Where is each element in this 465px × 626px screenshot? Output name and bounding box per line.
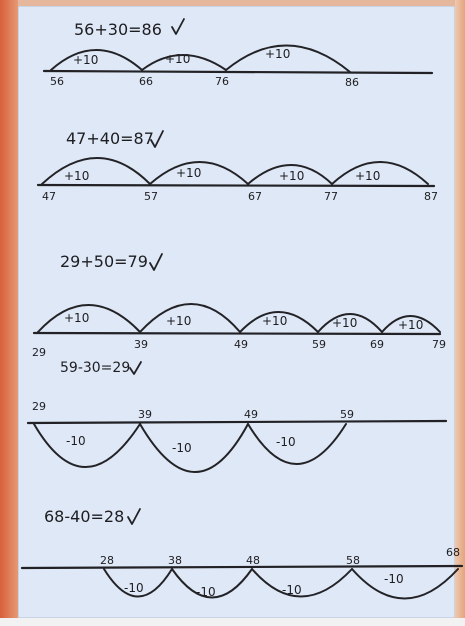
jump-label: -10 xyxy=(124,581,144,595)
number-line xyxy=(38,185,434,186)
tick-label: 39 xyxy=(138,408,152,421)
jump-label: +10 xyxy=(166,314,191,328)
tick-label: 67 xyxy=(248,190,262,203)
problem-4: 59-30=29 -10 -10 -10 29 39 49 59 xyxy=(28,360,446,472)
jump-label: +10 xyxy=(64,169,89,183)
tick-mark xyxy=(172,19,184,34)
equation-text: 56+30=86 xyxy=(74,20,162,39)
jump-label: -10 xyxy=(282,583,302,597)
jump-arc xyxy=(252,569,352,597)
jump-label: +10 xyxy=(398,318,423,332)
tick-label: 47 xyxy=(42,190,56,203)
jump-label: -10 xyxy=(384,572,404,586)
jump-label: +10 xyxy=(73,53,98,67)
jump-label: +10 xyxy=(64,311,89,325)
tick-label: 59 xyxy=(312,338,326,351)
jump-label: +10 xyxy=(262,314,287,328)
problem-3: 29+50=79 +10 +10 +10 +10 +10 29 39 49 59… xyxy=(32,252,446,359)
jump-arc xyxy=(248,424,346,464)
jump-arc xyxy=(352,569,458,599)
number-line xyxy=(44,71,432,73)
jump-label: -10 xyxy=(276,435,296,449)
jump-label: +10 xyxy=(176,166,201,180)
tick-label: 59 xyxy=(340,408,354,421)
tick-label: 48 xyxy=(246,554,260,567)
jump-label: +10 xyxy=(332,316,357,330)
problem-5: 68-40=28 -10 -10 -10 -10 28 38 48 58 68 xyxy=(22,507,462,599)
problem-2: 47+40=87 +10 +10 +10 +10 47 57 67 77 87 xyxy=(38,129,438,203)
tick-label: 66 xyxy=(139,75,153,88)
tick-mark xyxy=(150,254,162,270)
jump-label: -10 xyxy=(196,585,216,599)
number-line xyxy=(22,566,462,568)
jump-label: +10 xyxy=(165,52,190,66)
tick-label: 69 xyxy=(370,338,384,351)
tick-label: 68 xyxy=(446,546,460,559)
number-line xyxy=(34,333,440,334)
tick-label: 79 xyxy=(432,338,446,351)
tick-label: 77 xyxy=(324,190,338,203)
tick-label: 49 xyxy=(234,338,248,351)
tick-label: 76 xyxy=(215,75,229,88)
jump-label: -10 xyxy=(66,434,86,448)
jump-label: -10 xyxy=(172,441,192,455)
tick-label: 38 xyxy=(168,554,182,567)
equation-text: 68-40=28 xyxy=(44,507,124,526)
tick-label: 87 xyxy=(424,190,438,203)
equation-text: 47+40=87 xyxy=(66,129,154,148)
jump-arc xyxy=(140,424,248,472)
tick-label: 58 xyxy=(346,554,360,567)
tick-label: 86 xyxy=(345,76,359,89)
tick-label: 28 xyxy=(100,554,114,567)
jump-label: +10 xyxy=(355,169,380,183)
jump-arc xyxy=(42,158,150,184)
equation-text: 29+50=79 xyxy=(60,252,148,271)
equation-text: 59-30=29 xyxy=(60,360,130,376)
jump-arc xyxy=(34,424,140,467)
tick-label: 57 xyxy=(144,190,158,203)
tick-label: 39 xyxy=(134,338,148,351)
tick-label: 56 xyxy=(50,75,64,88)
problem-1: 56+30=86 +10 +10 +10 56 66 76 86 xyxy=(44,19,432,89)
tick-label: 29 xyxy=(32,400,46,413)
tick-mark xyxy=(128,509,140,524)
number-line xyxy=(28,421,446,423)
jump-label: +10 xyxy=(279,169,304,183)
tick-label: 49 xyxy=(244,408,258,421)
tick-mark xyxy=(130,362,141,374)
jump-label: +10 xyxy=(265,47,290,61)
tick-label: 29 xyxy=(32,346,46,359)
